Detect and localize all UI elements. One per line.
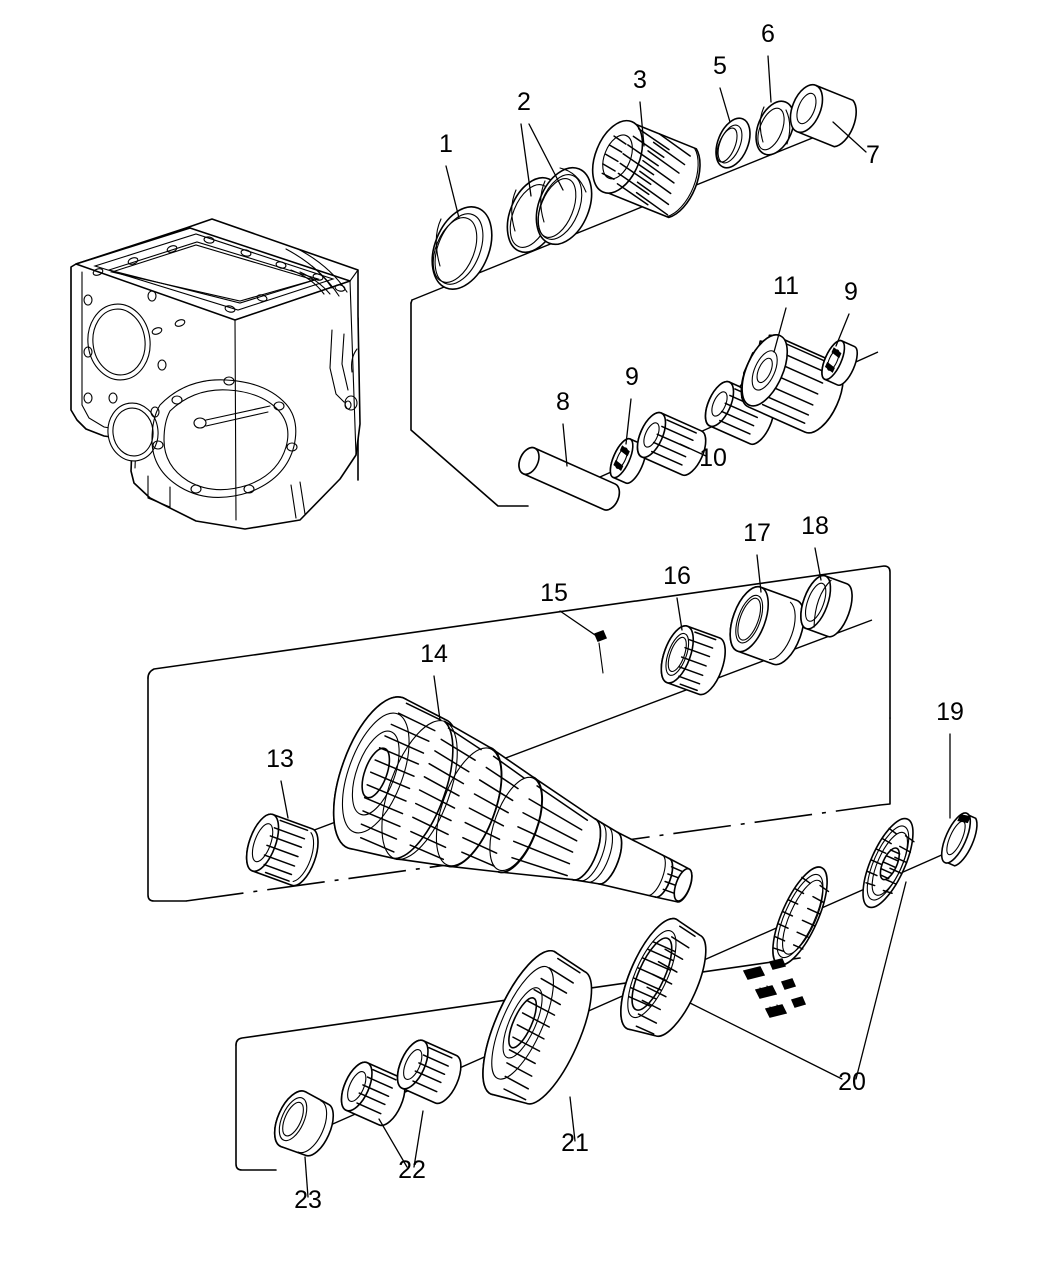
callout-10: 10 bbox=[699, 444, 727, 472]
part-11-reverse-idler-gear bbox=[739, 334, 844, 434]
callout-18: 18 bbox=[801, 512, 829, 540]
part-20a-synchronizer-sleeve bbox=[620, 917, 707, 1038]
callout-8: 8 bbox=[556, 388, 570, 416]
part-6-bearing-race bbox=[755, 100, 795, 156]
part-1-seal-ring bbox=[431, 206, 493, 290]
callout-5: 5 bbox=[713, 52, 727, 80]
part-5-thrust-washer bbox=[715, 117, 751, 169]
part-7-roller-bearing bbox=[789, 83, 858, 148]
callout-9a: 9 bbox=[625, 363, 639, 391]
callout-3: 3 bbox=[633, 66, 647, 94]
callout-leaders bbox=[280, 55, 951, 1198]
callout-19: 19 bbox=[936, 698, 964, 726]
callout-6: 6 bbox=[761, 20, 775, 48]
part-16-speedometer-drive-gear bbox=[660, 625, 726, 696]
callout-17: 17 bbox=[743, 519, 771, 547]
part-22-needle-bearings bbox=[340, 1039, 462, 1127]
callout-23: 23 bbox=[294, 1186, 322, 1214]
callout-9b: 9 bbox=[844, 278, 858, 306]
part-9b-thrust-washer bbox=[821, 339, 859, 387]
part-14-countershaft-gear-cluster bbox=[332, 696, 693, 903]
callout-11: 11 bbox=[773, 272, 799, 300]
callout-21: 21 bbox=[561, 1129, 589, 1157]
part-15-lock-ball bbox=[594, 630, 607, 674]
part-8-reverse-idler-shaft bbox=[518, 446, 621, 511]
part-19-snap-ring bbox=[940, 812, 978, 867]
transmission-case bbox=[70, 218, 361, 530]
callout-13: 13 bbox=[266, 745, 294, 773]
part-10-needle-bearing bbox=[636, 411, 707, 477]
part-17-output-bearing bbox=[729, 585, 805, 666]
callout-20: 20 bbox=[838, 1068, 866, 1096]
callout-15: 15 bbox=[540, 579, 568, 607]
part-9a-thrust-washer bbox=[609, 437, 647, 485]
part-21-second-speed-gear bbox=[482, 949, 593, 1105]
part-18-output-shaft-seal bbox=[800, 574, 853, 638]
part-20d-synchronizer-inserts bbox=[742, 958, 807, 1018]
part-20b-blocking-ring bbox=[772, 866, 830, 966]
callout-2: 2 bbox=[517, 88, 531, 116]
callout-22: 22 bbox=[398, 1156, 426, 1184]
part-23-output-shaft-bearing bbox=[273, 1090, 335, 1157]
part-13-clutch-gear-hub bbox=[245, 813, 319, 887]
part-3-input-shaft-gear bbox=[591, 119, 701, 219]
callout-14: 14 bbox=[420, 640, 448, 668]
callout-1: 1 bbox=[439, 130, 453, 158]
callout-numbers: 1 2 3 5 6 7 8 9 10 11 9 13 14 15 16 17 1… bbox=[266, 20, 964, 1214]
callout-7: 7 bbox=[866, 141, 880, 169]
callout-16: 16 bbox=[663, 562, 691, 590]
part-20c-synchronizer-hub bbox=[862, 817, 915, 909]
part-2-synchronizer-rings bbox=[506, 166, 593, 254]
